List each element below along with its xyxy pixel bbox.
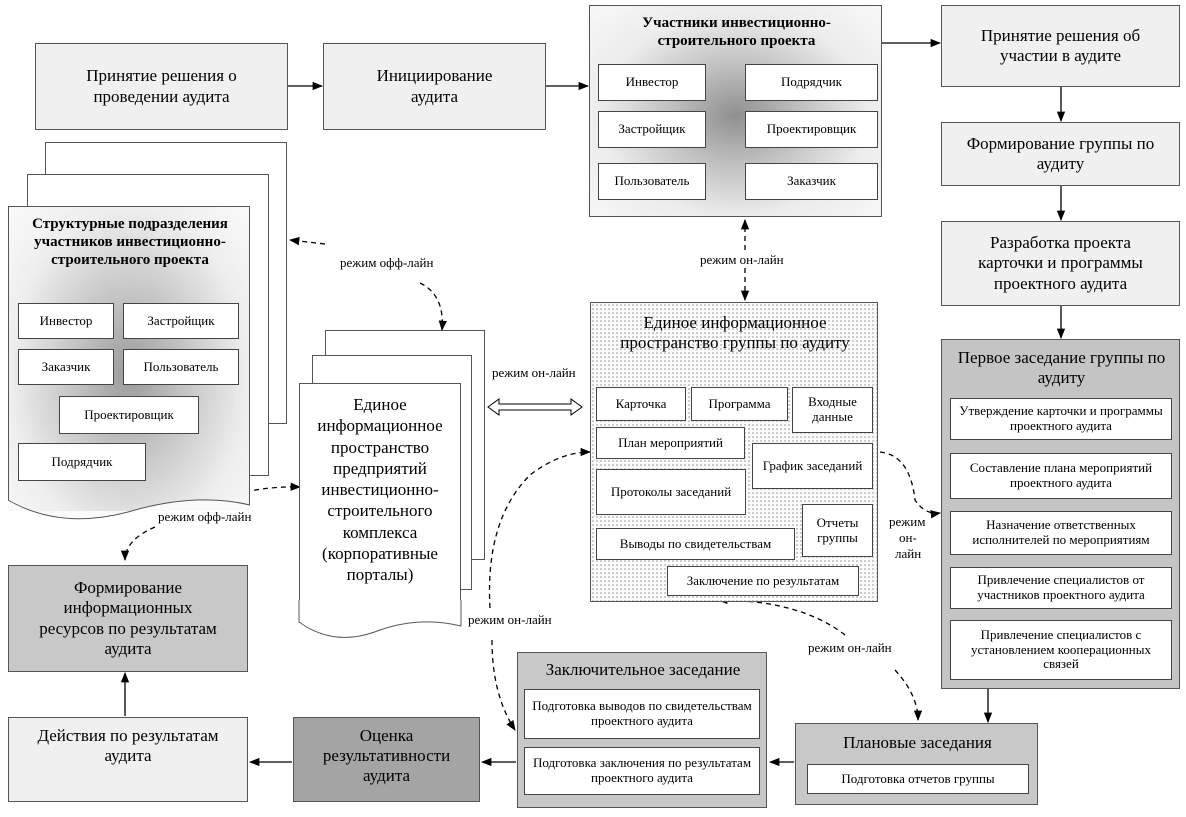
initiation-text: Инициирование аудита (376, 66, 493, 106)
dash-online-to-group (488, 447, 592, 609)
structural-investor: Инвестор (18, 303, 114, 339)
enterprise-space-box: Единое информационное пространство предп… (299, 383, 461, 623)
participant-customer: Заказчик (745, 163, 878, 200)
participant-investor: Инвестор (598, 64, 706, 101)
bidirectional-arrow (487, 398, 583, 416)
participants-title: Участники инвестиционно-строительного пр… (642, 15, 831, 49)
group-space-box: Единое информационное пространство групп… (590, 302, 878, 602)
structural-designer: Проектировщик (59, 396, 199, 434)
structural-developer: Застройщик (123, 303, 239, 339)
first-meeting-item-5: Привлечение специалистов с установлением… (950, 620, 1172, 680)
dash-offline-to-enterprise (419, 282, 447, 332)
evaluation-box: Оценка результативности аудита (293, 717, 480, 802)
first-meeting-box: Первое заседание группы по аудиту Утверж… (941, 339, 1180, 689)
first-meeting-item-4: Привлечение специалистов от участников п… (950, 567, 1172, 609)
label-offline-top: режим офф-лайн (340, 255, 434, 270)
actions-box: Действия по результатам аудита (8, 717, 248, 802)
label-online-right-2: он- (899, 530, 917, 545)
group-space-title: Единое информационное пространство групп… (620, 313, 850, 353)
develop-card-box: Разработка проекта карточки и программы … (941, 221, 1180, 306)
enterprise-wave-edge (298, 600, 462, 638)
group-item-protocols: Протоколы заседаний (596, 469, 746, 515)
structural-customer: Заказчик (18, 349, 114, 385)
structural-wave-edge (7, 499, 251, 520)
dash-group-to-first (879, 451, 942, 519)
participant-designer: Проектировщик (745, 111, 878, 148)
develop-card-text: Разработка проекта карточки и программы … (978, 233, 1143, 293)
group-item-conclusions: Выводы по свидетельствам (596, 528, 795, 560)
label-online-lower-right: режим он-лайн (808, 640, 892, 655)
first-meeting-item-1: Утверждение карточки и программы проектн… (950, 398, 1172, 440)
form-group-text: Формирование группы по аудиту (966, 133, 1155, 173)
group-item-plan: План мероприятий (596, 427, 745, 459)
participants-box: Участники инвестиционно-строительного пр… (589, 5, 882, 217)
final-meeting-item-1: Подготовка выводов по свидетельствам про… (524, 689, 760, 739)
label-online-middle: режим он-лайн (492, 365, 576, 380)
first-meeting-item-3: Назначение ответственных исполнителей по… (950, 511, 1172, 555)
decision-audit-text: Принятие решения о проведении аудита (86, 66, 237, 106)
final-meeting-item-2: Подготовка заключения по результатам про… (524, 747, 760, 795)
group-item-card: Карточка (596, 387, 686, 421)
final-meeting-box: Заключительное заседание Подготовка выво… (517, 652, 767, 808)
dash-online-to-planned (894, 669, 923, 722)
first-meeting-item-2: Составление плана мероприятий проектного… (950, 453, 1172, 499)
group-item-reports: Отчеты группы (802, 504, 873, 557)
label-online-right-1: режим (889, 514, 926, 529)
label-online-top: режим он-лайн (700, 252, 784, 267)
structural-contractor: Подрядчик (18, 443, 146, 481)
participant-developer: Застройщик (598, 111, 706, 148)
evaluation-text: Оценка результативности аудита (322, 726, 451, 786)
planned-meetings-box: Плановые заседания Подготовка отчетов гр… (795, 723, 1038, 805)
form-resources-text: Формирование информационных ресурсов по … (39, 578, 217, 658)
planned-meetings-title: Плановые заседания (843, 733, 992, 752)
label-online-right-3: лайн (895, 546, 922, 561)
decision-participation-text: Принятие решения об участии в аудите (980, 25, 1141, 65)
group-item-input-data: Входные данные (792, 387, 873, 433)
dash-online-to-group-bottom (716, 595, 846, 636)
label-online-lower-left: режим он-лайн (468, 612, 552, 627)
decision-participation-box: Принятие решения об участии в аудите (941, 5, 1180, 87)
label-offline-bottom: режим офф-лайн (158, 509, 252, 524)
initiation-box: Инициирование аудита (323, 43, 546, 130)
form-resources-box: Формирование информационных ресурсов по … (8, 565, 248, 672)
participant-contractor: Подрядчик (745, 64, 878, 101)
enterprise-space-text: Единое информационное пространство предп… (317, 395, 443, 584)
structural-box: Структурные подразделения участников инв… (8, 206, 250, 511)
structural-title: Структурные подразделения участников инв… (32, 216, 228, 268)
participant-user: Пользователь (598, 163, 706, 200)
final-meeting-title: Заключительное заседание (545, 660, 741, 679)
planned-meetings-item-1: Подготовка отчетов группы (807, 764, 1029, 794)
first-meeting-title: Первое заседание группы по аудиту (957, 348, 1166, 388)
dash-online-to-final (491, 639, 516, 731)
group-item-schedule: График заседаний (752, 443, 873, 489)
actions-text: Действия по результатам аудита (37, 726, 219, 766)
group-item-program: Программа (691, 387, 788, 421)
group-item-final-report: Заключение по результатам (667, 566, 859, 596)
structural-user: Пользователь (123, 349, 239, 385)
form-group-box: Формирование группы по аудиту (941, 122, 1180, 186)
decision-audit-box: Принятие решения о проведении аудита (35, 43, 288, 130)
